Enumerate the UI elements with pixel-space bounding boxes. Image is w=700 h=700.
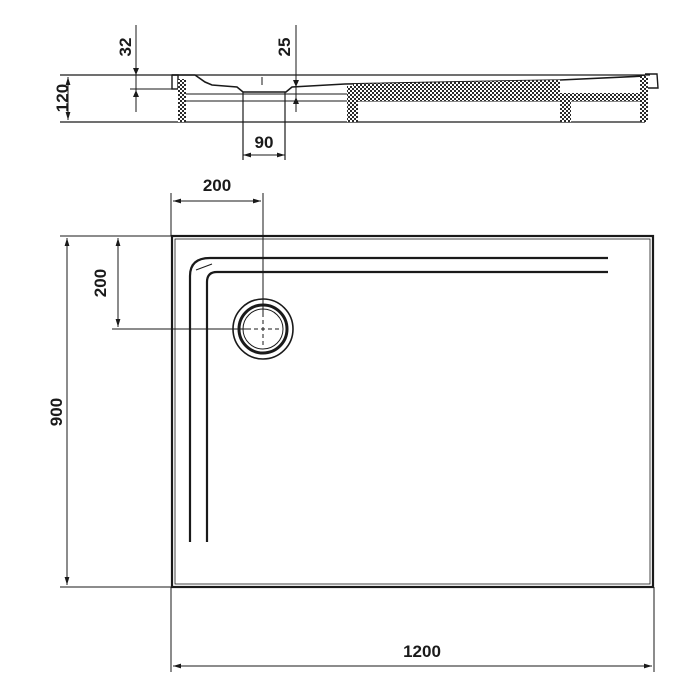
groove-corner-seam — [195, 263, 213, 271]
dim-drain-width: 90 — [255, 133, 274, 152]
hatch-support — [640, 76, 648, 122]
hatch-support — [560, 93, 571, 122]
dim-drain-depth: 25 — [275, 38, 294, 57]
rim-lip-right — [645, 73, 659, 89]
dim-drain-offset-y: 200 — [91, 269, 110, 297]
arrow-icon — [133, 68, 139, 75]
arrow-icon — [133, 90, 139, 97]
tray-inner-edge — [174, 238, 651, 585]
dim-length: 1200 — [403, 642, 441, 661]
hatch-body — [353, 80, 560, 101]
rim-lip — [171, 74, 179, 90]
section-view: 120 32 25 90 — [53, 25, 659, 160]
hatch-body — [560, 93, 640, 101]
hatch-support — [178, 79, 186, 122]
plan-view: 200 200 900 1200 — [47, 176, 655, 672]
dim-width: 900 — [47, 398, 66, 426]
arrow-icon — [293, 80, 299, 87]
dim-total-height: 120 — [53, 84, 72, 112]
tray-outline — [170, 234, 655, 589]
groove-outer — [188, 256, 608, 542]
hatch-support — [347, 86, 358, 122]
groove-inner — [205, 270, 608, 542]
dim-drain-offset-x: 200 — [203, 176, 231, 195]
dim-rim-depth: 32 — [116, 38, 135, 57]
